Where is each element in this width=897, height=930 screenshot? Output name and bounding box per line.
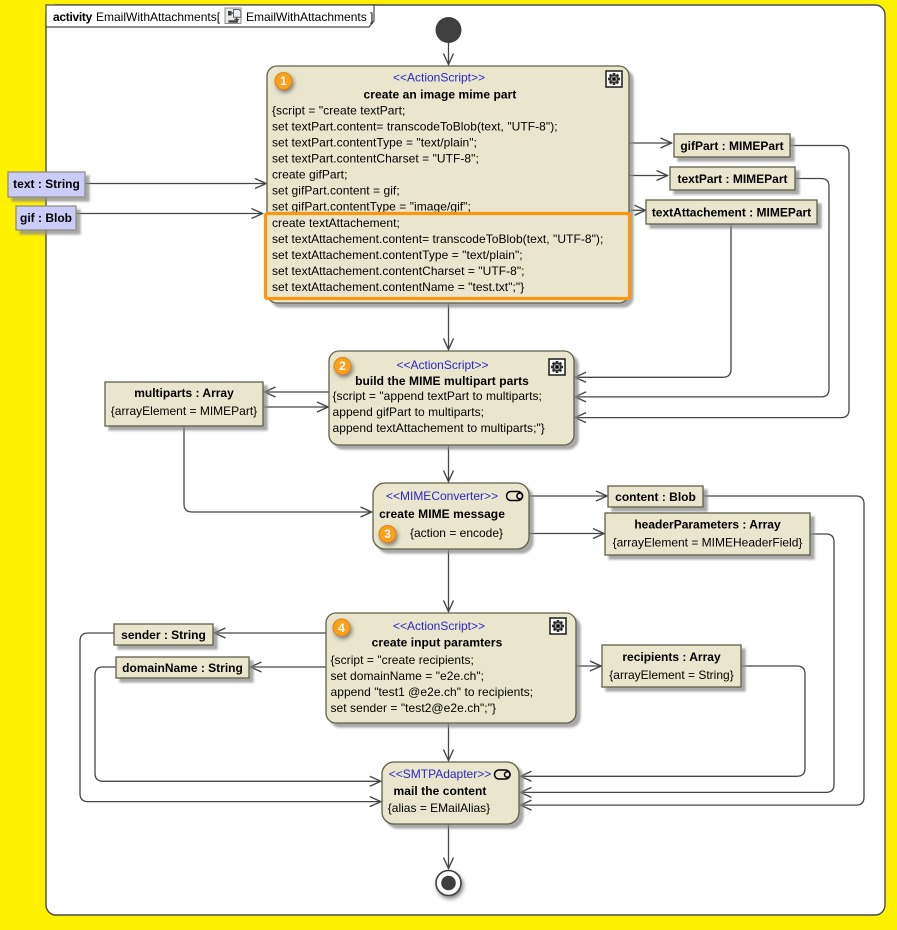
svg-text:EmailWithAttachments ]: EmailWithAttachments ] <box>246 10 373 24</box>
svg-text:<<ActionScript>>: <<ActionScript>> <box>393 619 485 633</box>
svg-text:gifPart : MIMEPart: gifPart : MIMEPart <box>680 139 783 153</box>
svg-text:append textAttachement to mult: append textAttachement to multiparts;"} <box>333 421 545 435</box>
svg-text:multiparts : Array: multiparts : Array <box>134 386 234 400</box>
svg-text:append "test1 @e2e.ch" to reci: append "test1 @e2e.ch" to recipients; <box>331 685 534 699</box>
svg-text:{action = encode}: {action = encode} <box>410 526 503 540</box>
svg-text:gif : Blob: gif : Blob <box>20 211 72 225</box>
svg-text:text : String: text : String <box>13 177 80 191</box>
svg-text:create MIME message: create MIME message <box>379 507 505 521</box>
svg-text:{script = "create recipients;: {script = "create recipients; <box>331 653 474 667</box>
svg-text:headerParameters : Array: headerParameters : Array <box>634 518 781 532</box>
svg-text:set textAttachement.contentTyp: set textAttachement.contentType = "text/… <box>272 248 523 262</box>
svg-text:{script = "append textPart to: {script = "append textPart to multiparts… <box>333 389 542 403</box>
svg-text:textPart : MIMEPart: textPart : MIMEPart <box>677 172 787 186</box>
svg-text:sender : String: sender : String <box>121 628 206 642</box>
svg-text:create textAttachement;: create textAttachement; <box>272 216 400 230</box>
svg-text:{arrayElement = MIMEHeaderFiel: {arrayElement = MIMEHeaderField} <box>613 536 803 550</box>
svg-text:activity: activity <box>53 10 93 24</box>
svg-text:set textAttachement.content= t: set textAttachement.content= transcodeTo… <box>272 232 603 246</box>
svg-text:build the MIME multipart parts: build the MIME multipart parts <box>355 374 529 388</box>
svg-text:set gifPart.contentType = "ima: set gifPart.contentType = "image/gif"; <box>272 200 471 214</box>
svg-text:create input paramters: create input paramters <box>372 636 503 650</box>
svg-text:{script = "create textPart;: {script = "create textPart; <box>272 104 405 118</box>
svg-text:recipients : Array: recipients : Array <box>622 650 721 664</box>
svg-text:{arrayElement = String}: {arrayElement = String} <box>609 668 733 682</box>
svg-text:3: 3 <box>384 527 391 541</box>
svg-text:<<SMTPAdapter>>: <<SMTPAdapter>> <box>389 767 492 781</box>
svg-text:set textPart.contentType = "te: set textPart.contentType = "text/plain"; <box>272 136 477 150</box>
svg-text:create an image mime part: create an image mime part <box>364 88 517 102</box>
svg-text:set sender = "test2@e2e.ch";"}: set sender = "test2@e2e.ch";"} <box>331 701 497 715</box>
svg-text:<<MIMEConverter>>: <<MIMEConverter>> <box>386 489 498 503</box>
svg-text:{alias = EMailAlias}: {alias = EMailAlias} <box>388 801 490 815</box>
svg-text:textAttachement : MIMEPart: textAttachement : MIMEPart <box>652 206 811 220</box>
svg-text:create gifPart;: create gifPart; <box>272 168 347 182</box>
svg-text:set textAttachement.contentNam: set textAttachement.contentName = "test.… <box>272 280 524 294</box>
svg-text:2: 2 <box>339 359 346 373</box>
svg-text:domainName : String: domainName : String <box>122 661 243 675</box>
svg-text:1: 1 <box>280 74 287 88</box>
svg-text:mail the content: mail the content <box>394 784 487 798</box>
svg-text:set textAttachement.contentCha: set textAttachement.contentCharset = "UT… <box>272 264 525 278</box>
svg-text:set textPart.content= transcod: set textPart.content= transcodeToBlob(te… <box>272 120 558 134</box>
svg-text:set textPart.contentCharset =: set textPart.contentCharset = "UTF-8"; <box>272 152 479 166</box>
svg-text:set domainName = "e2e.ch";: set domainName = "e2e.ch"; <box>331 669 485 683</box>
svg-text:{arrayElement = MIMEPart}: {arrayElement = MIMEPart} <box>111 404 257 418</box>
svg-text:<<ActionScript>>: <<ActionScript>> <box>396 358 488 372</box>
svg-text:content : Blob: content : Blob <box>615 490 696 504</box>
svg-text:set gifPart.content = gif;: set gifPart.content = gif; <box>272 184 400 198</box>
svg-text:append gifPart to multiparts;: append gifPart to multiparts; <box>333 405 485 419</box>
svg-text:EmailWithAttachments[: EmailWithAttachments[ <box>96 10 221 24</box>
svg-text:4: 4 <box>338 621 345 635</box>
svg-text:<<ActionScript>>: <<ActionScript>> <box>393 71 485 85</box>
